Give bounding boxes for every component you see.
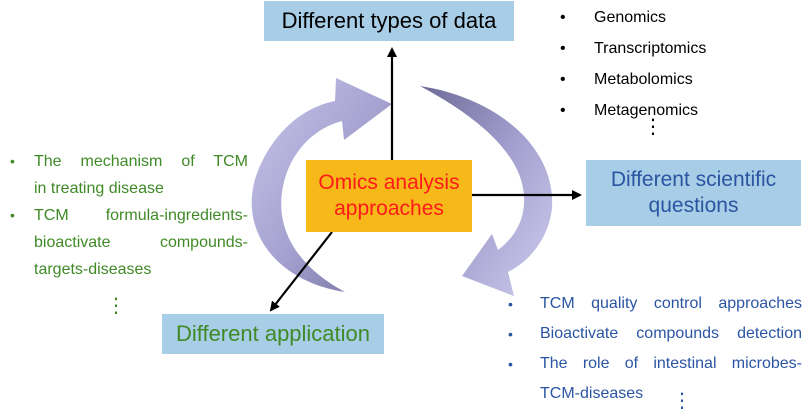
bullet: • xyxy=(10,153,15,169)
list-item: • TCM formula-ingredients- bioactivate c… xyxy=(10,202,248,283)
data-types-ellipsis: ⋮ xyxy=(643,116,663,138)
list-item: • Metabolomics xyxy=(560,70,706,101)
cycle-arrow-left xyxy=(251,78,392,292)
application-box: Different application xyxy=(162,314,384,354)
data-types-list: • Genomics • Transcriptomics • Metabolomics… xyxy=(560,8,706,132)
bullet: • xyxy=(10,207,15,223)
list-item: • Bioactivate compounds detection xyxy=(508,319,802,349)
question-line: Bioactivate compounds detection xyxy=(540,325,802,342)
application-line: in treating disease xyxy=(34,180,164,197)
bullet: • xyxy=(508,326,513,342)
data-types-title: Different types of data xyxy=(281,8,497,33)
data-type-label: Genomics xyxy=(594,9,667,26)
questions-ellipsis: ⋮ xyxy=(672,390,692,412)
application-title: Different application xyxy=(175,321,371,346)
application-line: bioactivate compounds- xyxy=(34,234,248,251)
data-type-label: Metabolomics xyxy=(594,71,693,88)
scientific-questions-box: Different scientific questions xyxy=(586,160,801,226)
bullet: • xyxy=(508,356,513,372)
scientific-questions-title-line2: questions xyxy=(648,194,739,217)
list-item: • Genomics xyxy=(560,8,706,39)
omics-approaches-title-line1: Omics analysis xyxy=(318,171,460,194)
applications-list: • The mechanism of TCM in treating disea… xyxy=(10,148,248,283)
questions-list: • TCM quality control approaches • Bioac… xyxy=(508,289,802,409)
bullet: • xyxy=(560,102,566,119)
cycle-arrow-right xyxy=(420,86,553,296)
question-line: TCM quality control approaches xyxy=(540,295,802,312)
omics-approaches-title-line2: approaches xyxy=(334,197,444,220)
application-line: targets-diseases xyxy=(34,261,152,278)
list-item: • Transcriptomics xyxy=(560,39,706,70)
question-line: The role of intestinal microbes- xyxy=(540,355,802,372)
data-type-label: Transcriptomics xyxy=(594,40,707,57)
list-item: • The mechanism of TCM in treating disea… xyxy=(10,148,248,202)
list-item: • The role of intestinal microbes- TCM-d… xyxy=(508,349,802,409)
bullet: • xyxy=(560,40,566,57)
axis-down-left xyxy=(269,231,333,312)
bullet: • xyxy=(560,9,566,26)
omics-approaches-box: Omics analysis approaches xyxy=(306,160,472,232)
application-line: TCM formula-ingredients- xyxy=(34,207,248,224)
data-types-box: Different types of data xyxy=(264,1,514,41)
list-item: • Metagenomics xyxy=(560,101,706,132)
bullet: • xyxy=(560,71,566,88)
data-type-label: Metagenomics xyxy=(594,102,699,119)
question-line: TCM-diseases xyxy=(540,385,644,402)
application-line: The mechanism of TCM xyxy=(34,153,248,170)
applications-ellipsis: ⋮ xyxy=(106,295,126,317)
list-item: • TCM quality control approaches xyxy=(508,289,802,319)
bullet: • xyxy=(508,296,513,312)
scientific-questions-title-line1: Different scientific xyxy=(610,168,777,191)
